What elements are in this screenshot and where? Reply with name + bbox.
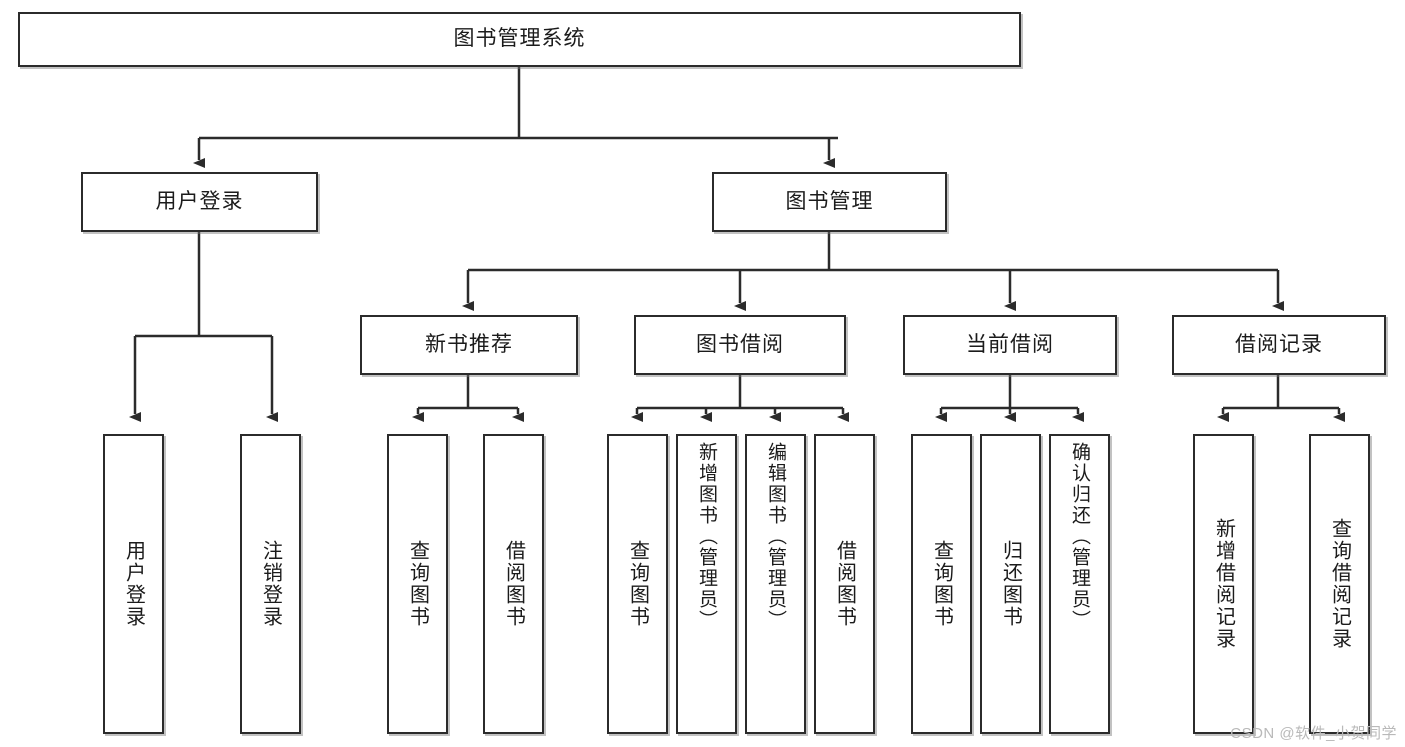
leaf-borrow-edit-book-admin[interactable]: 编辑图书（管理员） [745,434,806,734]
node-label: 图书管理系统 [453,27,586,51]
node-label: 借阅记录 [1235,332,1323,356]
leaf-recommend-borrow-book[interactable]: 借阅图书 [483,434,544,734]
node-root-book-management-system[interactable]: 图书管理系统 [18,12,1021,67]
node-label: 查询图书 [406,540,429,628]
node-label: 注销登录 [259,540,282,628]
leaf-record-query[interactable]: 查询借阅记录 [1309,434,1370,734]
node-label: 当前借阅 [966,332,1054,356]
node-label: 新增借阅记录 [1212,518,1235,650]
leaf-user-logout[interactable]: 注销登录 [240,434,301,734]
node-label: 图书管理 [785,189,874,213]
node-label: 归还图书 [999,540,1022,628]
node-current-borrowing[interactable]: 当前借阅 [903,315,1117,375]
node-label: 借阅图书 [502,540,525,628]
node-book-borrowing[interactable]: 图书借阅 [634,315,846,375]
node-label: 新书推荐 [425,332,513,356]
leaf-record-add[interactable]: 新增借阅记录 [1193,434,1254,734]
node-label: 借阅图书 [833,540,856,628]
node-label: 查询图书 [930,540,953,628]
leaf-recommend-query-book[interactable]: 查询图书 [387,434,448,734]
leaf-borrow-borrow-book[interactable]: 借阅图书 [814,434,875,734]
node-label: 用户登录 [155,189,244,213]
node-label: 查询图书 [626,540,649,628]
node-book-management[interactable]: 图书管理 [712,172,947,232]
node-new-book-recommendation[interactable]: 新书推荐 [360,315,578,375]
node-label: 用户登录 [122,540,145,628]
watermark-text: CSDN @软件_小贺同学 [1230,725,1397,742]
leaf-borrow-query-book[interactable]: 查询图书 [607,434,668,734]
node-label: 查询借阅记录 [1328,518,1351,650]
node-user-login[interactable]: 用户登录 [81,172,318,232]
leaf-current-return-book[interactable]: 归还图书 [980,434,1041,734]
node-label: 新增图书（管理员） [696,442,717,631]
leaf-current-confirm-return-admin[interactable]: 确认归还（管理员） [1049,434,1110,734]
node-label: 图书借阅 [696,332,784,356]
leaf-borrow-add-book-admin[interactable]: 新增图书（管理员） [676,434,737,734]
node-borrowing-records[interactable]: 借阅记录 [1172,315,1386,375]
leaf-user-login[interactable]: 用户登录 [103,434,164,734]
node-label: 编辑图书（管理员） [765,442,786,631]
leaf-current-query-book[interactable]: 查询图书 [911,434,972,734]
node-label: 确认归还（管理员） [1069,442,1090,631]
